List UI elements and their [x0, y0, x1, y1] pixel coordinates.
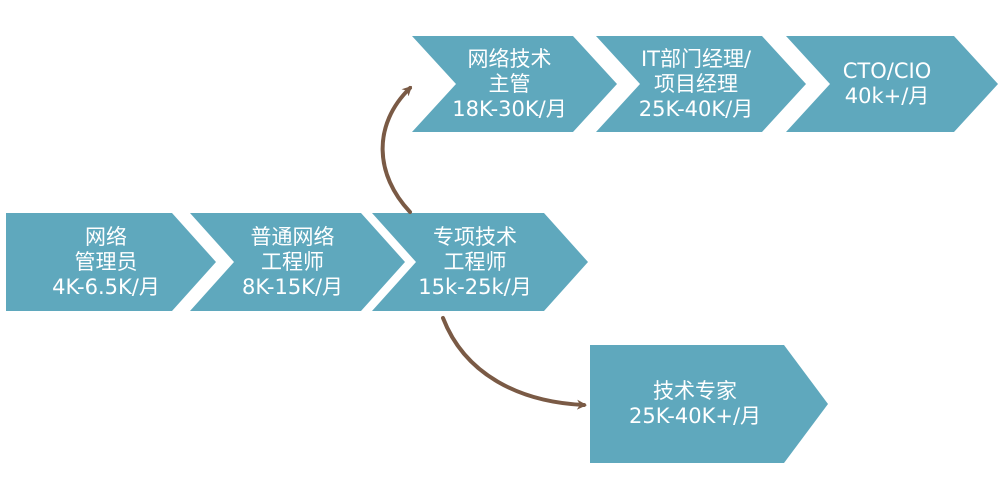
chevron-network-admin: 网络 管理员 4K-6.5K/月 — [6, 213, 216, 311]
node-salary: 8K-15K/月 — [241, 274, 344, 299]
node-label: IT部门经理/ 项目经理 25K-40K/月 — [624, 36, 768, 132]
chevron-cto-cio: CTO/CIO 40k+/月 — [786, 36, 998, 132]
node-title-line2: 管理员 — [74, 249, 138, 274]
node-title: CTO/CIO — [842, 59, 932, 83]
node-title-line1: IT部门经理/ — [640, 46, 752, 71]
arrow-up-to-manager — [380, 85, 413, 214]
node-salary: 25K-40K/月 — [638, 96, 754, 121]
chevron-it-manager: IT部门经理/ 项目经理 25K-40K/月 — [596, 36, 806, 132]
node-title-line1: 网络技术 — [467, 46, 552, 71]
node-title-line2: 项目经理 — [654, 71, 738, 96]
node-title-line1: 网络 — [85, 224, 127, 249]
node-label: CTO/CIO 40k+/月 — [816, 36, 958, 132]
node-label: 专项技术 工程师 15k-25k/月 — [402, 213, 548, 311]
node-salary: 18K-30K/月 — [452, 96, 567, 121]
node-label: 技术专家 25K-40K+/月 — [606, 345, 784, 463]
node-title-line2: 工程师 — [443, 249, 507, 274]
node-salary: 25K-40K+/月 — [628, 404, 762, 428]
node-title-line2: 主管 — [488, 71, 531, 96]
node-title-line1: 普通网络 — [250, 224, 335, 249]
chevron-network-manager: 网络技术 主管 18K-30K/月 — [412, 36, 617, 132]
node-title: 技术专家 — [653, 379, 737, 403]
chevron-network-engineer: 普通网络 工程师 8K-15K/月 — [190, 213, 405, 311]
node-salary: 15k-25k/月 — [418, 274, 532, 299]
node-salary: 4K-6.5K/月 — [52, 274, 160, 299]
node-label: 网络 管理员 4K-6.5K/月 — [36, 213, 176, 311]
node-title-line2: 工程师 — [261, 249, 324, 274]
node-label: 普通网络 工程师 8K-15K/月 — [220, 213, 365, 311]
node-label: 网络技术 主管 18K-30K/月 — [440, 36, 579, 132]
chevron-tech-expert: 技术专家 25K-40K+/月 — [590, 345, 828, 463]
node-salary: 40k+/月 — [844, 84, 930, 108]
arrow-down-to-expert — [441, 316, 587, 410]
node-title-line1: 专项技术 — [433, 224, 517, 249]
